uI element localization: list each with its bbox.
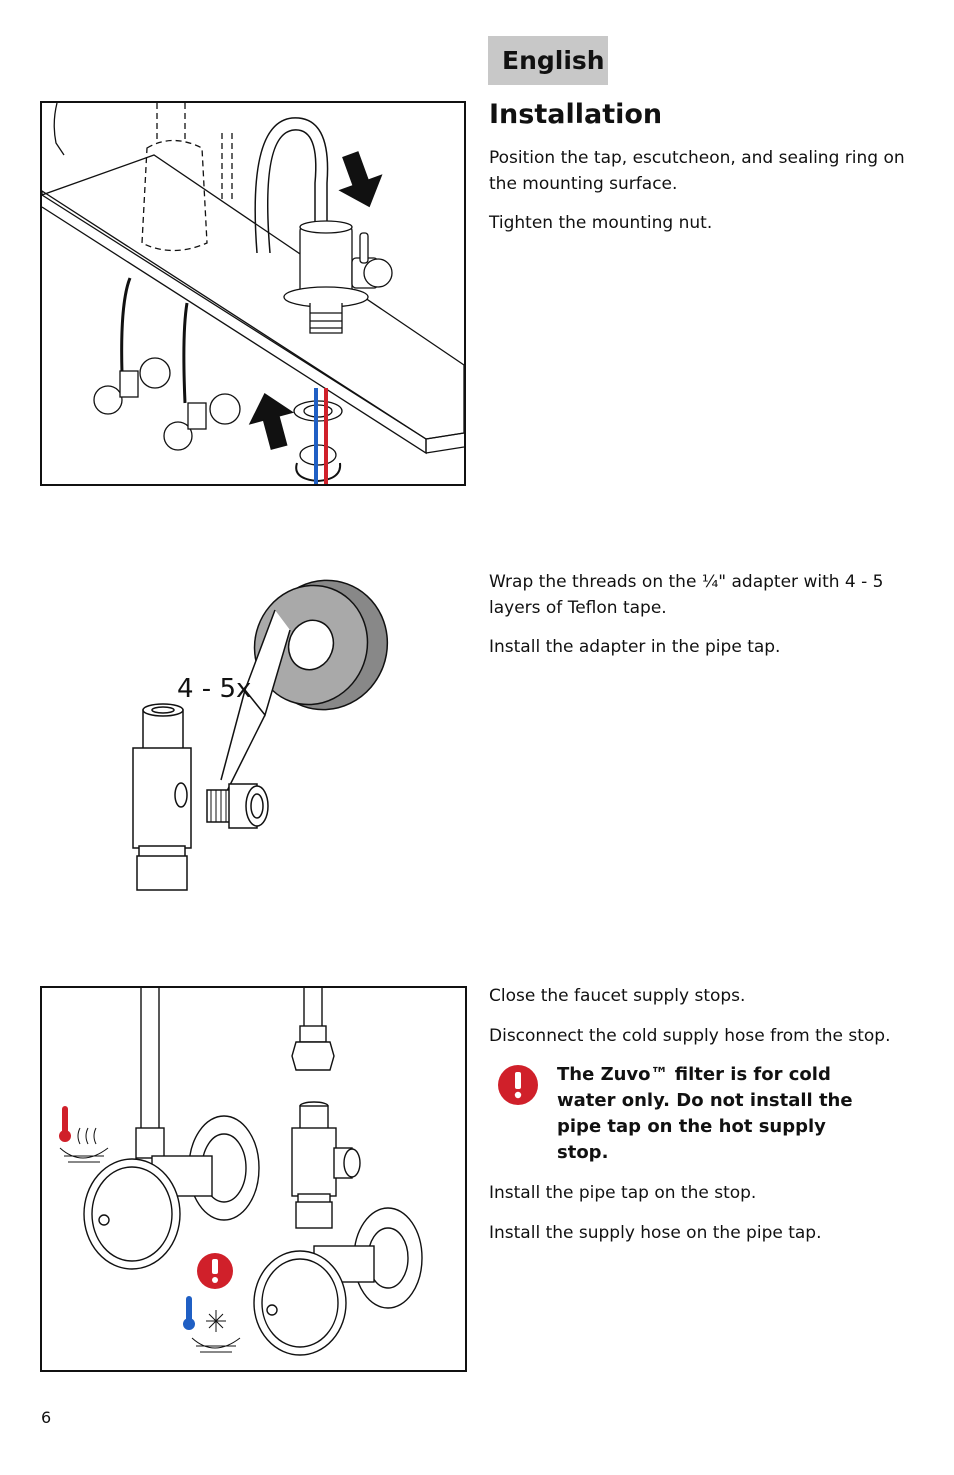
up-arrow-icon (248, 393, 295, 450)
faucet-installation-figure (40, 101, 466, 486)
step3-instruction-1: Close the faucet supply stops. (489, 986, 746, 1006)
warning-icon (498, 1065, 538, 1105)
supply-stops-figure (40, 986, 467, 1372)
step2-instruction-2: Install the adapter in the pipe tap. (489, 637, 781, 657)
teflon-tape-figure: 4 - 5x (125, 570, 425, 900)
language-badge: English (488, 36, 608, 85)
step2-instruction-1: Wrap the threads on the ¼" adapter with … (489, 572, 884, 618)
step1-instruction-2: Tighten the mounting nut. (489, 213, 713, 233)
warning-icon-figure (197, 1253, 233, 1289)
page-number: 6 (41, 1408, 52, 1427)
hot-thermometer-icon (59, 1106, 109, 1163)
step3-instruction-3: Install the pipe tap on the stop. (489, 1183, 757, 1203)
cold-water-warning: The Zuvo™ filter is for cold water only.… (497, 1062, 877, 1172)
section-title: Installation (489, 99, 663, 130)
warning-text: The Zuvo™ filter is for cold water only.… (557, 1064, 853, 1163)
tape-layers-label: 4 - 5x (177, 674, 252, 704)
rotate-arrow-icon (295, 462, 342, 483)
down-arrow-icon (338, 151, 383, 208)
cold-thermometer-icon (183, 1296, 241, 1353)
step3-instruction-2: Disconnect the cold supply hose from the… (489, 1026, 891, 1046)
step3-instruction-4: Install the supply hose on the pipe tap. (489, 1223, 822, 1243)
step1-instruction-1: Position the tap, escutcheon, and sealin… (489, 148, 905, 194)
